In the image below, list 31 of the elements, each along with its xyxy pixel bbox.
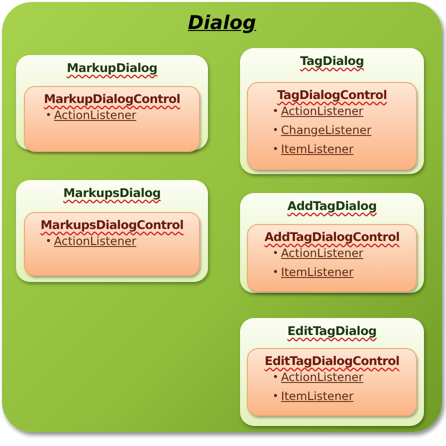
control-box bbox=[24, 86, 200, 152]
dialog-box bbox=[16, 180, 208, 282]
dialog-box bbox=[240, 48, 424, 174]
listener-item: ActionListener bbox=[54, 234, 136, 248]
listener-item: ActionListener bbox=[281, 246, 364, 260]
container-panel bbox=[2, 2, 442, 432]
dialog-title: MarkupDialog bbox=[66, 61, 158, 75]
control-box bbox=[247, 348, 417, 416]
dialog-title: TagDialog bbox=[299, 54, 365, 68]
listener-item: ActionListener bbox=[281, 370, 364, 384]
listener-item: ItemListener bbox=[281, 389, 354, 403]
control-box bbox=[24, 212, 200, 276]
dialog-title: AddTagDialog bbox=[286, 199, 378, 213]
control-box bbox=[247, 224, 417, 292]
listener-item: ActionListener bbox=[54, 108, 136, 122]
listener-item: ItemListener bbox=[281, 265, 354, 279]
panel-title: Dialog bbox=[186, 12, 258, 34]
control-title: MarkupsDialogControl bbox=[40, 218, 184, 232]
control-title: AddTagDialogControl bbox=[264, 230, 400, 244]
control-title: TagDialogControl bbox=[276, 88, 388, 102]
control-box bbox=[247, 82, 417, 170]
listener-item: ItemListener bbox=[281, 142, 354, 156]
dialog-title: MarkupsDialog bbox=[62, 186, 162, 200]
dialog-box bbox=[16, 55, 208, 150]
control-title: MarkupDialogControl bbox=[42, 92, 182, 106]
dialog-title: EditTagDialog bbox=[286, 324, 378, 338]
dialog-box bbox=[240, 193, 424, 293]
control-title: EditTagDialogControl bbox=[264, 354, 400, 368]
dialog-box bbox=[240, 318, 424, 426]
listener-item: ActionListener bbox=[281, 104, 364, 118]
listener-item: ChangeListener bbox=[281, 123, 372, 137]
